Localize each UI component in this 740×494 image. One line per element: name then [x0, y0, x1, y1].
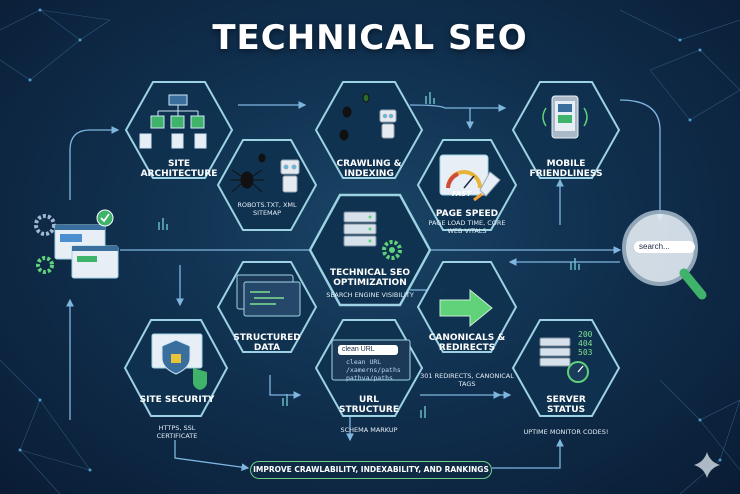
node-sub-url: SCHEMA MARKUP [340, 426, 398, 434]
hex-crawling [314, 81, 424, 179]
node-sub-server: UPTIME MONITOR CODES! [523, 428, 609, 436]
code-window-icon [236, 274, 301, 317]
node-label-center: TECHNICAL SEO OPTIMIZATION [329, 268, 411, 288]
node-label-crawling: CRAWLING & INDEXING [336, 159, 402, 179]
node-label-server: SERVER STATUS [546, 395, 586, 415]
node-label-structured: STRUCTURED DATA [233, 333, 301, 353]
sparkle-icon [694, 452, 720, 478]
node-sub-robots: ROBOTS.TXT, XML SITEMAP [237, 201, 297, 217]
url-bar: clean URL [338, 345, 398, 355]
phone-icon [542, 95, 588, 139]
status-code: 503 [578, 348, 593, 357]
rocket-icon [473, 171, 501, 202]
status-code: 200 [578, 330, 593, 339]
search-field: search... [634, 241, 695, 253]
node-label-site-architecture: SITE ARCHITECTURE [140, 159, 218, 179]
status-codes: 200 404 503 [578, 330, 602, 357]
server-icon [343, 211, 589, 383]
shield-lock-icon [151, 333, 207, 390]
node-sub-security: HTTPS, SSL CERTIFICATE [156, 424, 198, 440]
node-label-security: SITE SECURITY [139, 395, 215, 405]
url-path: pathva/paths [346, 374, 393, 382]
magnifier-icon [622, 210, 707, 300]
robot-icon [280, 109, 397, 193]
hex-site-architecture [124, 81, 234, 179]
node-label-page-speed: PAGE SPEED [435, 209, 499, 219]
page-speed-badge: FAST [452, 190, 472, 198]
status-code: 404 [578, 339, 593, 348]
node-label-canonicals: CANONICALS & REDIRECTS [428, 333, 506, 353]
browser-window-icon [54, 209, 119, 279]
node-sub-canonicals: 301 REDIRECTS, CANONICAL TAGS [420, 372, 514, 388]
summary-banner: IMPROVE CRAWLABILITY, INDEXABILITY, AND … [250, 461, 492, 479]
node-sub-page-speed: PAGE LOAD TIME, CORE WEB VITALS [428, 219, 506, 235]
node-label-mobile: MOBILE FRIENDLINESS [529, 159, 603, 179]
url-path: /xamerns/paths [346, 366, 401, 374]
hex-center [308, 193, 432, 307]
arrow-right-icon [439, 288, 493, 328]
url-path: clean URL [346, 358, 382, 366]
node-label-url: URL STRUCTURE [339, 395, 399, 415]
sitemap-icon [139, 94, 207, 149]
page-title: TECHNICAL SEO [212, 18, 528, 58]
gear-icon [34, 214, 402, 274]
node-sub-center: SEARCH ENGINE VISIBILITY [326, 291, 414, 299]
spider-icon [230, 93, 370, 193]
